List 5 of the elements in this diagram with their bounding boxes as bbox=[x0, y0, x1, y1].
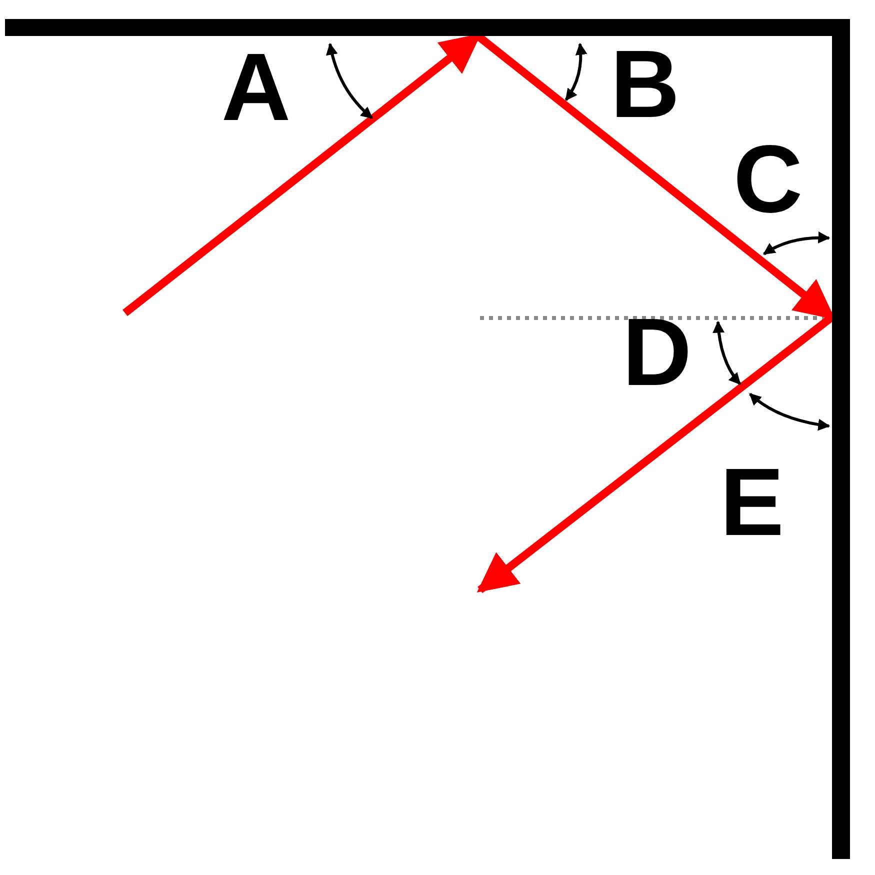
angle-label: C bbox=[733, 132, 803, 228]
angle-label: D bbox=[622, 305, 692, 401]
angle-label: B bbox=[610, 37, 680, 133]
angle-label: A bbox=[221, 40, 291, 136]
angle-label: E bbox=[720, 455, 784, 551]
